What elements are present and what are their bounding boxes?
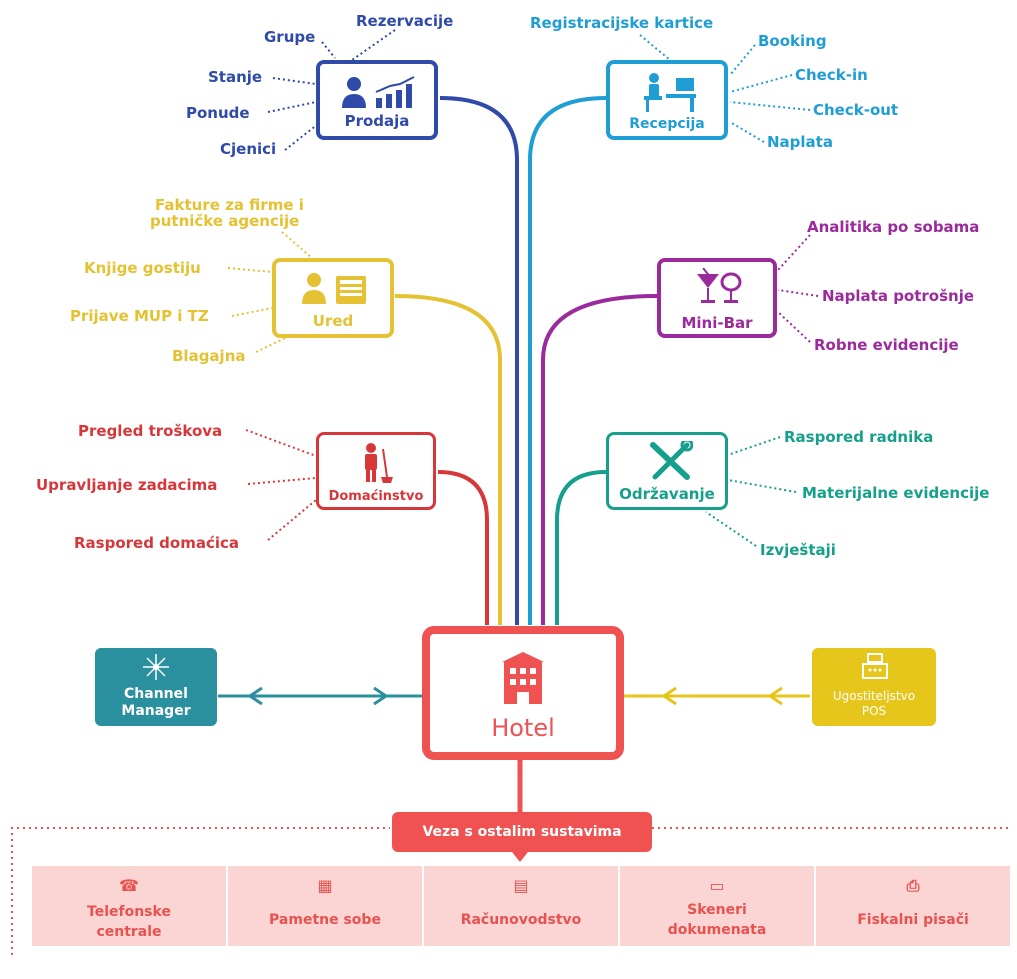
ured-title: Ured <box>312 312 354 330</box>
prodaja-item: Stanje <box>208 68 263 86</box>
prodaja-title: Prodaja <box>344 112 410 130</box>
prodaja-item: Rezervacije <box>356 12 454 30</box>
ured-item: Knjige gostiju <box>84 259 201 277</box>
odrzavanje-title: Održavanje <box>619 485 715 503</box>
cleaner-icon <box>365 443 393 483</box>
channel-manager-line2: Manager <box>121 703 191 719</box>
ured-item: Fakture za firme i <box>155 196 304 214</box>
odrzavanje-item: Raspored radnika <box>784 428 934 446</box>
minibar-node[interactable]: Mini-Bar <box>657 258 777 338</box>
domacinstvo-title: Domaćinstvo <box>328 489 424 504</box>
domacinstvo-item: Raspored domaćica <box>74 534 240 552</box>
domacinstvo-node[interactable]: Domaćinstvo <box>316 432 436 510</box>
connection-item-racunovodstvo[interactable]: ▤ Računovodstvo <box>424 866 618 946</box>
prodaja-item: Cjenici <box>220 140 277 158</box>
cash-register-icon <box>862 653 888 679</box>
recepcija-item: Check-out <box>813 101 899 119</box>
recepcija-title: Recepcija <box>629 116 705 132</box>
recepcija-item: Booking <box>758 32 827 50</box>
connection-item-label: Telefonske <box>87 904 171 920</box>
office-icon <box>302 273 366 304</box>
prodaja-node[interactable]: Prodaja <box>316 60 438 140</box>
prodaja-item: Ponude <box>186 104 250 122</box>
minibar-item: Naplata potrošnje <box>822 287 975 305</box>
minibar-item: Analitika po sobama <box>807 218 980 236</box>
sales-chart-icon <box>342 76 415 108</box>
odrzavanje-item: Materijalne evidencije <box>802 484 990 502</box>
scanner-icon: ▭ <box>709 876 725 895</box>
connection-item-label: centrale <box>96 924 162 940</box>
domacinstvo-item: Upravljanje zadacima <box>36 476 218 494</box>
ured-item: Prijave MUP i TZ <box>70 307 209 325</box>
hotel-node[interactable]: Hotel <box>422 626 624 760</box>
odrzavanje-node[interactable]: Održavanje <box>606 432 728 510</box>
connection-item-label: Fiskalni pisači <box>857 912 969 928</box>
connection-item-telefonske[interactable]: ☎ Telefonske centrale <box>32 866 226 946</box>
connection-item-label: Računovodstvo <box>460 912 582 928</box>
recepcija-item: Registracijske kartice <box>530 14 714 32</box>
prodaja-item: Grupe <box>264 28 316 46</box>
connection-title-badge[interactable]: Veza s ostalim sustavima <box>392 812 652 852</box>
ured-item: putničke agencije <box>150 212 300 230</box>
connection-item-fiskalni[interactable]: ⎙ Fiskalni pisači <box>816 866 1010 946</box>
cocktail-icon <box>697 268 742 303</box>
connection-item-pametne[interactable]: ▦ Pametne sobe <box>228 866 422 946</box>
reception-desk-icon <box>644 73 696 112</box>
connection-item-skeneri[interactable]: ▭ Skeneri dokumenata <box>620 866 814 946</box>
domacinstvo-item: Pregled troškova <box>78 422 223 440</box>
ured-item: Blagajna <box>172 347 246 365</box>
hotel-title: Hotel <box>491 714 555 742</box>
phone-icon: ☎ <box>119 876 139 895</box>
odrzavanje-item: Izvještaji <box>760 541 836 559</box>
building-icon <box>502 652 544 704</box>
calculator-icon: ▤ <box>513 876 529 895</box>
recepcija-node[interactable]: Recepcija <box>606 60 728 140</box>
tools-icon <box>650 441 693 480</box>
connection-item-label: Pametne sobe <box>269 912 381 928</box>
smart-room-icon: ▦ <box>317 876 333 895</box>
pos-line1: Ugostiteljstvo <box>832 689 916 703</box>
printer-icon: ⎙ <box>906 876 920 895</box>
minibar-item: Robne evidencije <box>814 336 959 354</box>
network-icon <box>143 654 169 680</box>
pos-box[interactable]: Ugostiteljstvo POS <box>812 648 936 726</box>
connection-item-label: dokumenata <box>667 922 767 938</box>
ured-node[interactable]: Ured <box>272 258 394 338</box>
connection-title: Veza s ostalim sustavima <box>422 824 622 840</box>
pos-line2: POS <box>861 704 887 718</box>
recepcija-item: Naplata <box>767 133 833 151</box>
channel-manager-line1: Channel <box>124 686 188 702</box>
recepcija-item: Check-in <box>795 66 868 84</box>
channel-manager-box[interactable]: Channel Manager <box>95 648 217 726</box>
minibar-title: Mini-Bar <box>681 314 753 332</box>
connection-item-label: Skeneri <box>687 902 747 918</box>
